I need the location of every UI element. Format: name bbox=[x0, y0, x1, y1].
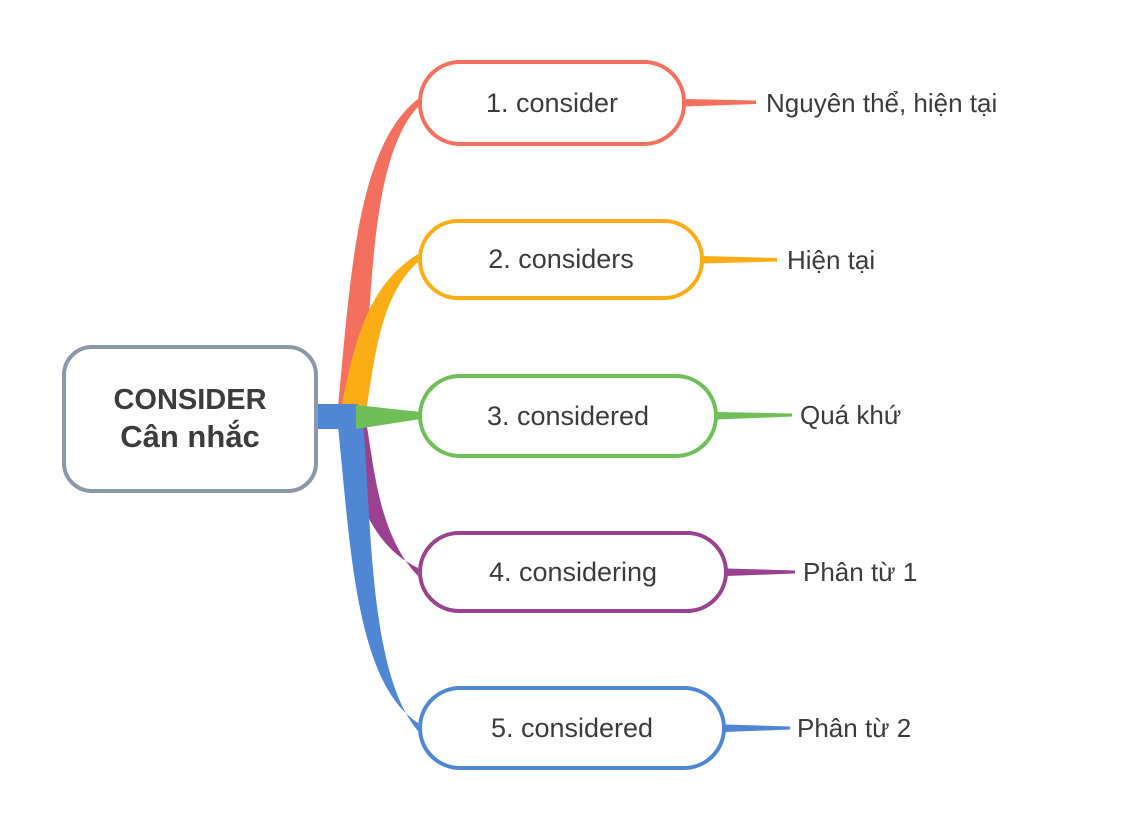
leaf-label-1[interactable]: Nguyên thể, hiện tại bbox=[766, 88, 998, 118]
leaf-label-5[interactable]: Phân từ 2 bbox=[797, 713, 912, 743]
branch-node-5-label: 5. considered bbox=[490, 712, 654, 743]
leaf-connector-1 bbox=[686, 99, 756, 107]
branch-node-4-label: 4. considering bbox=[488, 556, 658, 587]
branch-curve-1 bbox=[336, 99, 418, 424]
branch-node-4[interactable]: 4. considering bbox=[418, 531, 728, 613]
branch-node-1[interactable]: 1. consider bbox=[418, 60, 686, 146]
branch-node-3-label: 3. considered bbox=[486, 400, 650, 431]
leaf-label-3[interactable]: Quá khứ bbox=[800, 400, 902, 430]
leaf-label-4[interactable]: Phân từ 1 bbox=[803, 557, 918, 587]
root-subtitle: Cân nhắc bbox=[120, 418, 260, 454]
branch-curve-5 bbox=[336, 408, 418, 731]
leaf-connector-2 bbox=[703, 256, 777, 264]
leaf-connector-5 bbox=[725, 724, 790, 732]
branch-node-2[interactable]: 2. considers bbox=[418, 219, 704, 300]
root-title: CONSIDER bbox=[113, 383, 267, 416]
root-node[interactable]: CONSIDER Cân nhắc bbox=[62, 345, 318, 493]
branch-node-5[interactable]: 5. considered bbox=[418, 686, 726, 770]
trunk-stub bbox=[316, 404, 358, 429]
leaf-connector-3 bbox=[717, 412, 792, 420]
leaf-connector-4 bbox=[727, 568, 795, 576]
branch-curve-3 bbox=[356, 405, 421, 429]
branch-node-2-label: 2. considers bbox=[488, 244, 634, 274]
branch-curve-2 bbox=[338, 254, 418, 422]
branch-node-3[interactable]: 3. considered bbox=[418, 374, 718, 458]
branch-node-1-label: 1. consider bbox=[485, 87, 619, 118]
leaf-label-2[interactable]: Hiện tại bbox=[787, 245, 876, 275]
